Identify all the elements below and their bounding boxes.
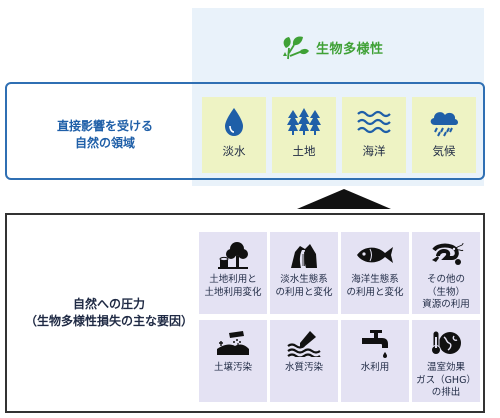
fish-icon — [341, 240, 409, 270]
realm-tile-land: 土地 — [272, 97, 336, 173]
pressures-title-line1: 自然への圧力 — [72, 297, 145, 311]
realms-title-line2: 自然の領域 — [74, 136, 135, 150]
pressures-title: 自然への圧力 （生物多様性損失の主な要因） — [14, 296, 204, 330]
rain-cloud-icon — [412, 107, 476, 137]
realms-title: 直接影響を受ける 自然の領域 — [30, 118, 180, 152]
pressure-tile-land-use: 土地利用と 土地利用変化 — [199, 232, 267, 314]
soil-pollution-icon — [199, 328, 267, 358]
pressures-title-line2: （生物多様性損失の主な要因） — [24, 314, 193, 328]
pressure-label: 海洋生態系 の利用と変化 — [346, 274, 404, 298]
realm-tile-climate: 気候 — [412, 97, 476, 173]
realms-panel — [5, 82, 485, 180]
realm-tile-freshwater: 淡水 — [202, 97, 266, 173]
shrimp-icon — [412, 240, 480, 270]
plant-leaves-icon — [280, 34, 310, 60]
biodiversity-label: 生物多様性 — [316, 41, 384, 57]
waves-icon — [342, 107, 406, 137]
realm-tile-ocean: 海洋 — [342, 97, 406, 173]
faucet-icon — [341, 328, 409, 358]
pressure-label: 淡水生態系 の利用と変化 — [275, 274, 333, 298]
pressure-label: 土地利用と 土地利用変化 — [204, 274, 262, 298]
pressure-tile-soil-pollution: 土壌汚染 — [199, 320, 267, 402]
pressure-tile-other-resources: その他の （生物） 資源の利用 — [412, 232, 480, 314]
pressure-label: 温室効果 ガス（GHG） の排出 — [416, 362, 476, 398]
pressure-tile-freshwater-use: 淡水生態系 の利用と変化 — [270, 232, 338, 314]
realm-label: 気候 — [432, 144, 456, 158]
pressure-tile-ghg: 温室効果 ガス（GHG） の排出 — [412, 320, 480, 402]
trees-icon — [272, 107, 336, 137]
realm-label: 淡水 — [222, 144, 246, 158]
realm-label: 土地 — [292, 144, 316, 158]
up-arrow-icon — [297, 189, 391, 209]
realm-label: 海洋 — [362, 144, 386, 158]
pressure-label: その他の （生物） 資源の利用 — [422, 274, 470, 310]
mountain-waterfall-icon — [270, 240, 338, 270]
biodiversity-title: 生物多様性 — [280, 34, 384, 60]
pressure-tile-water-use: 水利用 — [341, 320, 409, 402]
pressure-label: 土壌汚染 — [213, 362, 252, 373]
pressure-tile-water-pollution: 水質汚染 — [270, 320, 338, 402]
thermometer-globe-icon — [412, 328, 480, 358]
pressure-tile-marine-use: 海洋生態系 の利用と変化 — [341, 232, 409, 314]
water-pollution-icon — [270, 328, 338, 358]
pressures-panel — [5, 213, 485, 413]
tree-stump-icon — [199, 240, 267, 270]
pressure-label: 水質汚染 — [284, 362, 323, 373]
pressure-label: 水利用 — [360, 362, 390, 373]
realms-title-line1: 直接影響を受ける — [56, 119, 153, 133]
water-drop-icon — [202, 107, 266, 137]
